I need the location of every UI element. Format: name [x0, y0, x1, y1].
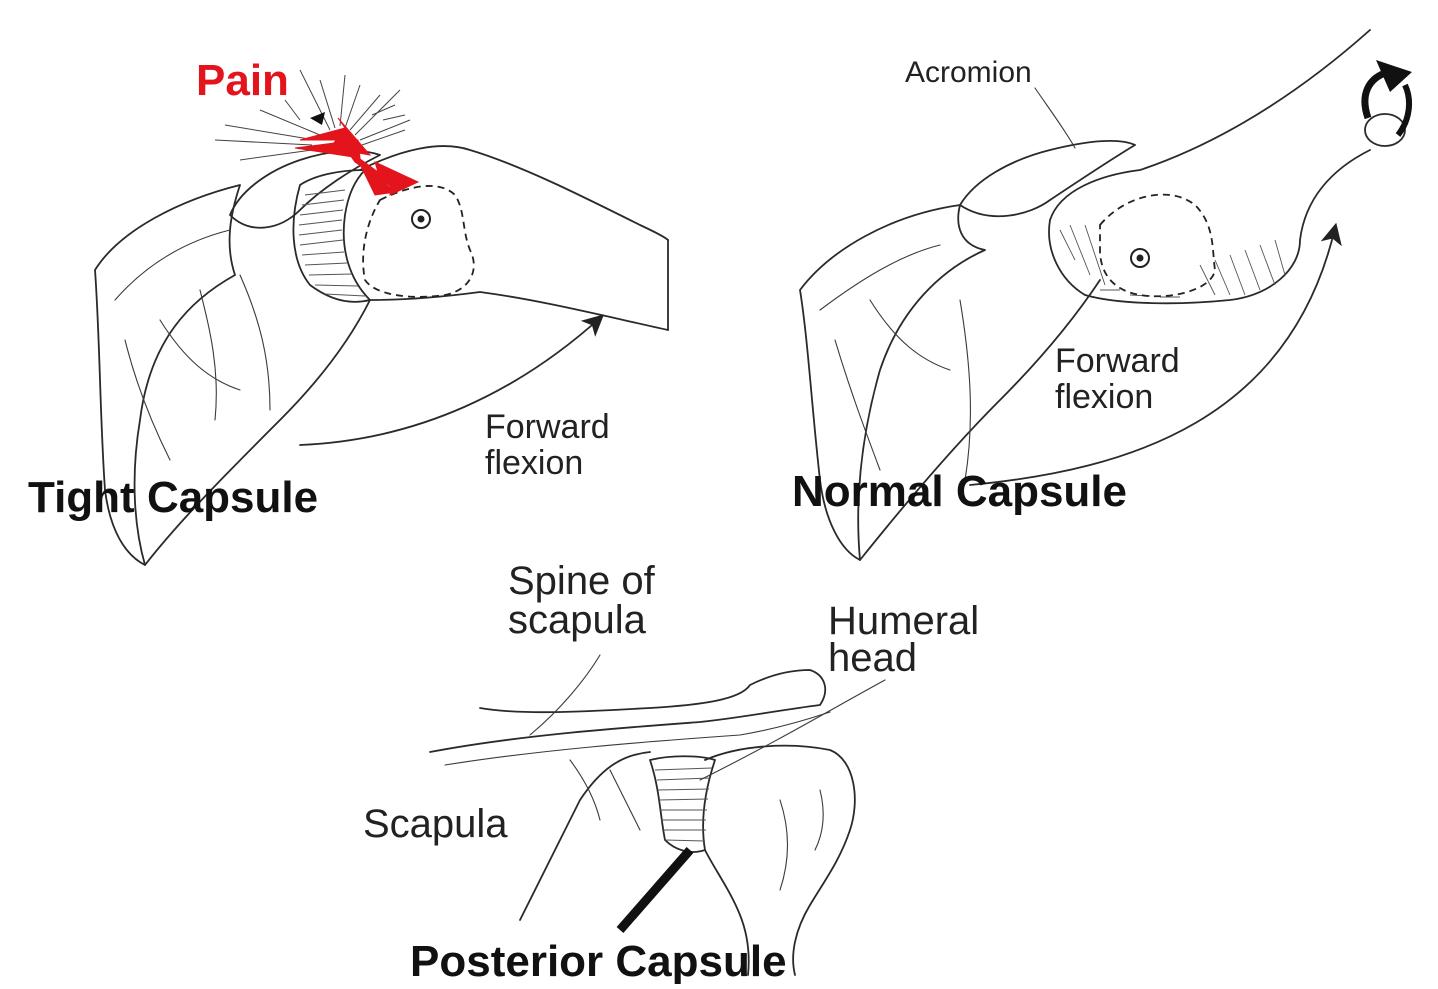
normal-forward-label-1: Forward: [1055, 342, 1180, 380]
humeral-label-2: head: [828, 636, 917, 680]
posterior-capsule-title: Posterior Capsule: [410, 937, 787, 984]
posterior-capsule-figure: Spine of scapula Humeral head Scapula Po…: [363, 559, 979, 984]
rotation-arrow-icon: [1365, 60, 1412, 135]
tight-forward-label-1: Forward: [485, 408, 610, 446]
normal-capsule-title: Normal Capsule: [792, 467, 1127, 516]
pointer-line-icon: [620, 850, 690, 930]
tight-forward-label-2: flexion: [485, 444, 583, 482]
spine-label-1: Spine of: [508, 559, 656, 603]
pointer-line-icon: [700, 680, 885, 780]
tight-capsule-figure: Pain Forward flexion Tight Capsule: [28, 56, 668, 565]
normal-forward-label-2: flexion: [1055, 378, 1153, 416]
pointer-line-icon: [1035, 88, 1075, 148]
pain-label: Pain: [196, 56, 289, 105]
spine-label-2: scapula: [508, 598, 647, 642]
normal-capsule-figure: Acromion Forward flexion Normal Capsule: [792, 30, 1412, 560]
tight-capsule-title: Tight Capsule: [28, 473, 318, 522]
pointer-line-icon: [530, 655, 600, 735]
acromion-label: Acromion: [905, 56, 1032, 89]
scapula-label: Scapula: [363, 802, 508, 846]
